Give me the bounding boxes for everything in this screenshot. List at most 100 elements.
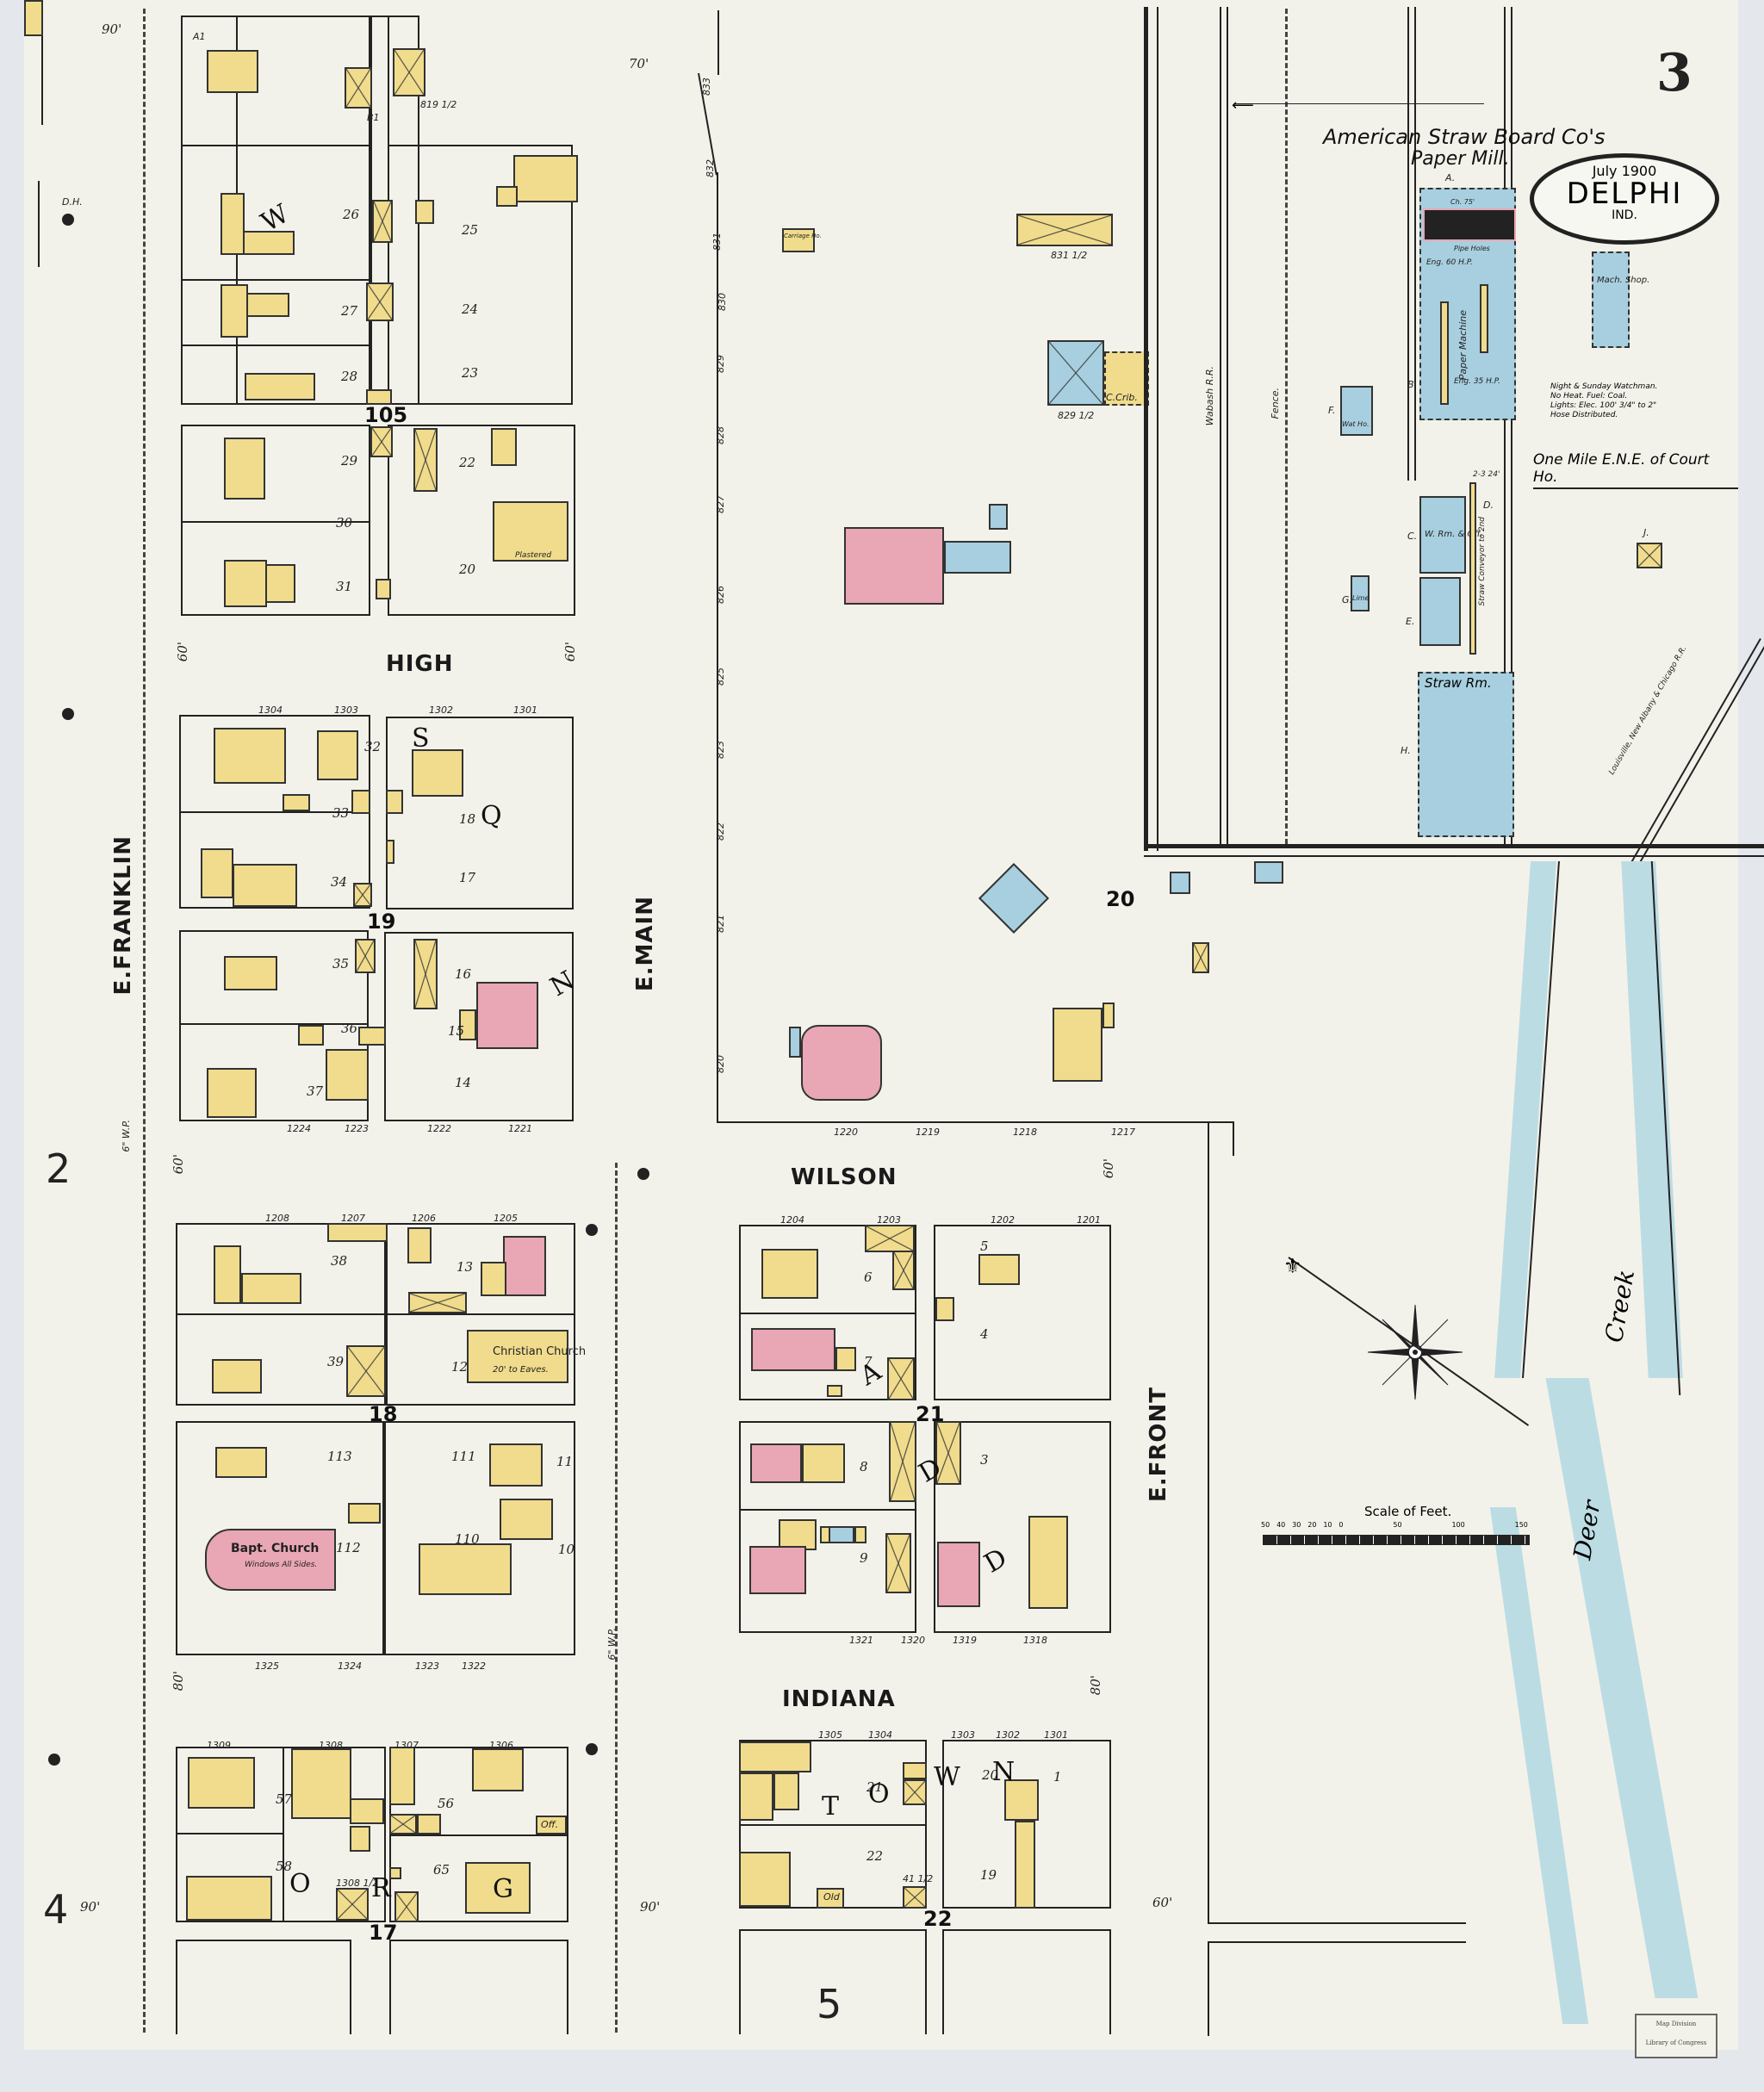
shed-building <box>408 1292 467 1313</box>
shed-building <box>366 282 394 321</box>
shed-building <box>903 1886 927 1909</box>
lot-line <box>389 1834 568 1836</box>
address-number: 1223 <box>345 1123 369 1134</box>
dwelling <box>224 560 267 607</box>
address-number: 821 <box>715 915 726 933</box>
owner-lettering: S <box>412 723 430 754</box>
outbuilding <box>358 1027 386 1046</box>
stone-steam-heat-building <box>978 862 1050 934</box>
address-number: 1205 <box>494 1213 518 1224</box>
street-width: 80' <box>1088 1675 1103 1696</box>
block-number: 105 <box>364 403 408 427</box>
address-number: 832 <box>705 159 716 177</box>
address-number: 1221 <box>508 1123 532 1134</box>
block-outline <box>181 425 370 616</box>
block-number: 18 <box>369 1402 398 1426</box>
lot-line <box>176 1833 283 1834</box>
lot-number: 38 <box>331 1253 348 1269</box>
lnac-rail-line <box>1635 638 1764 871</box>
lot-number: 112 <box>336 1540 361 1555</box>
block-number: 20 <box>1106 887 1135 911</box>
scale-tick: 0 <box>1339 1521 1344 1529</box>
street-indiana: INDIANA <box>782 1686 896 1712</box>
block-outline <box>934 1421 1111 1633</box>
dwelling <box>224 956 277 990</box>
stone-outbuilding <box>989 504 1008 530</box>
adjacent-sheet-5[interactable]: 5 <box>817 1981 842 2027</box>
street-width: 60' <box>1152 1895 1173 1910</box>
title-oval: July 1900 DELPHI IND. <box>1530 153 1719 245</box>
stone-outbuilding <box>1254 861 1283 884</box>
lot-line <box>739 1509 916 1511</box>
mach-shop-label: Mach. Shop. <box>1597 276 1650 285</box>
stamp-line: Map Division <box>1655 2021 1697 2027</box>
address-number: 1303 <box>334 705 358 716</box>
address-number: 1218 <box>1013 1127 1037 1138</box>
dwelling <box>220 193 245 255</box>
arrow-left-icon: ⟵ <box>1232 96 1254 114</box>
street-line <box>1208 1121 1209 1922</box>
lot-number: 21 <box>866 1779 884 1795</box>
margin-bracket <box>41 30 43 125</box>
dwelling <box>188 1757 255 1809</box>
address-number: 1303 <box>951 1729 975 1741</box>
address-number: A1 <box>193 31 206 42</box>
street-width: 60' <box>562 642 578 662</box>
adjacent-sheet-2[interactable]: 2 <box>46 1145 71 1192</box>
dwelling-wing <box>233 864 297 907</box>
lot-number: 20 <box>459 562 476 577</box>
block-outline <box>176 1421 384 1655</box>
block-number: 22 <box>923 1907 953 1931</box>
address-number: 827 <box>715 495 726 513</box>
street-line <box>717 10 719 75</box>
outbuilding <box>389 1867 401 1879</box>
lot-number: 65 <box>433 1862 450 1878</box>
lot-number: 15 <box>448 1023 465 1039</box>
address-number: 1308 1/2 <box>336 1878 379 1889</box>
outbuilding <box>835 1347 856 1371</box>
owner-lettering: W <box>934 1762 960 1792</box>
scale-tick: 50 <box>1393 1521 1402 1529</box>
outbuilding <box>1102 1003 1115 1028</box>
address-number: 822 <box>715 823 726 841</box>
street-width: 90' <box>640 1899 661 1915</box>
outbuilding <box>351 790 370 814</box>
address-number: 819 1/2 <box>420 99 457 110</box>
shed-building <box>370 426 393 457</box>
dwelling-wing <box>773 1772 799 1810</box>
address-number: 833 <box>701 78 712 96</box>
outbuilding <box>827 1385 842 1397</box>
street-width: 60' <box>175 642 190 662</box>
mill-notes: Night & Sunday Watchman. No Heat. Fuel: … <box>1550 382 1657 420</box>
library-stamp: Map Division Library of Congress <box>1635 2014 1717 2058</box>
address-number: 829 <box>715 355 726 373</box>
rail-spur <box>1414 7 1416 481</box>
dwelling <box>500 1499 553 1540</box>
building-letter: J. <box>1643 527 1649 538</box>
block-outline <box>388 425 575 616</box>
church-note: Windows All Sides. <box>245 1561 318 1569</box>
stone-wing <box>944 541 1011 574</box>
street-high: HIGH <box>386 651 454 677</box>
adjacent-sheet-4[interactable]: 4 <box>43 1886 69 1933</box>
lot-number: 12 <box>451 1359 469 1375</box>
shed-building <box>887 1357 915 1400</box>
address-number: 1301 <box>1044 1729 1068 1741</box>
address-number: 1206 <box>412 1213 436 1224</box>
building-letter: F. <box>1328 405 1336 416</box>
shed-building <box>372 200 393 243</box>
wat-ho-label: Wat Ho. <box>1342 420 1370 428</box>
mill-location-note: One Mile E.N.E. of Court Ho. <box>1533 451 1738 489</box>
lot-number: 37 <box>307 1083 324 1099</box>
lot-line <box>179 811 370 813</box>
inset-frame-bottom <box>1144 844 1764 857</box>
address-number: 831 <box>711 233 723 251</box>
shed-building <box>885 1533 911 1593</box>
stone-outbuilding <box>829 1526 854 1543</box>
dwelling <box>761 1249 818 1299</box>
building-note: Plastered <box>515 551 552 560</box>
shed-building <box>892 1251 915 1290</box>
corn-crib <box>1104 351 1149 406</box>
dwelling <box>212 1359 262 1394</box>
street-line <box>1208 1922 1466 1924</box>
